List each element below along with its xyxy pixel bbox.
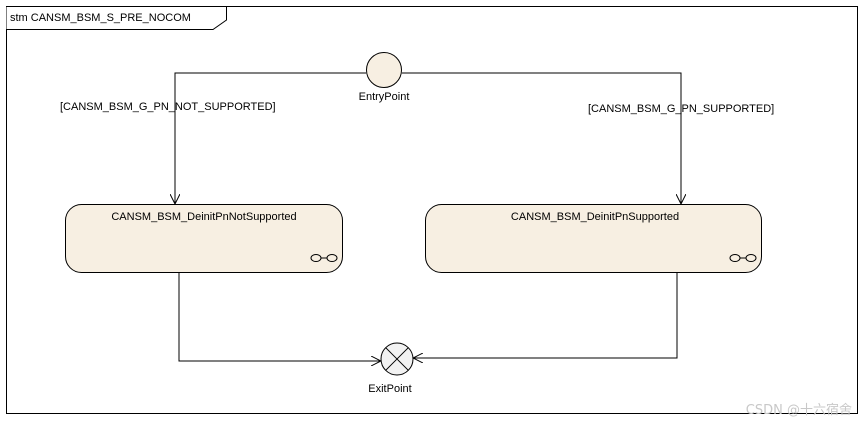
- watermark: CSDN @十六宿舍: [746, 402, 852, 418]
- entry-point: [366, 52, 402, 88]
- transition-to-not-supported: [175, 72, 366, 204]
- submachine-icon: [729, 254, 757, 262]
- diagram-title-tab: [6, 6, 227, 30]
- state-deinit-pn-supported: [425, 204, 762, 273]
- guard-pn-supported: [CANSM_BSM_G_PN_SUPPORTED]: [588, 103, 774, 115]
- diagram-title: stm CANSM_BSM_S_PRE_NOCOM: [10, 12, 191, 24]
- submachine-icon: [310, 254, 338, 262]
- entry-point-label: EntryPoint: [359, 91, 410, 103]
- exit-point-label: ExitPoint: [368, 383, 411, 395]
- exit-point: [380, 342, 414, 376]
- transition-supported-to-exit: [413, 273, 678, 358]
- transition-to-supported: [402, 72, 681, 204]
- state-deinit-pn-supported-name: CANSM_BSM_DeinitPnSupported: [511, 211, 679, 223]
- transition-not-supported-to-exit: [178, 273, 381, 361]
- diagram-frame: [6, 6, 858, 414]
- state-deinit-pn-not-supported-name: CANSM_BSM_DeinitPnNotSupported: [111, 211, 296, 223]
- state-deinit-pn-not-supported: [65, 204, 343, 273]
- guard-pn-not-supported: [CANSM_BSM_G_PN_NOT_SUPPORTED]: [60, 101, 276, 113]
